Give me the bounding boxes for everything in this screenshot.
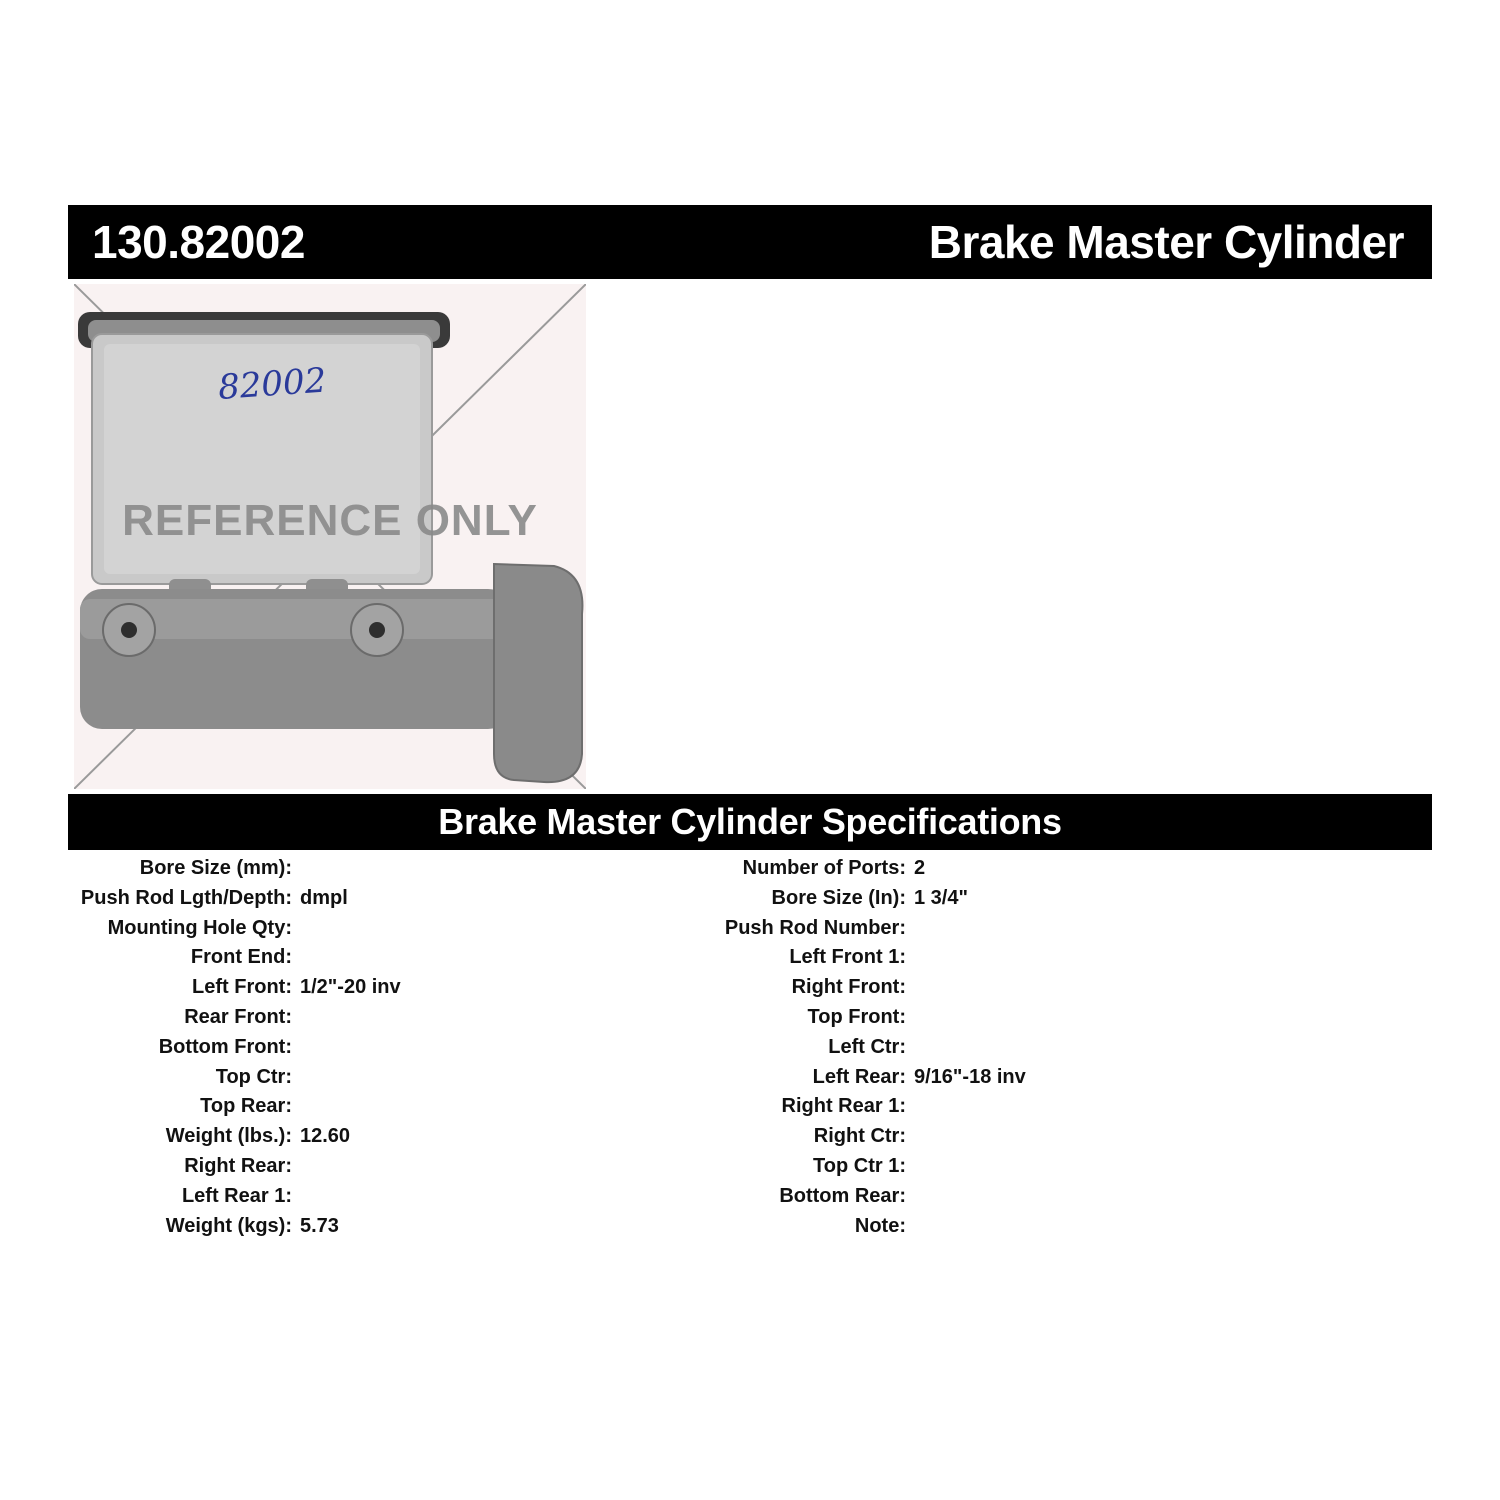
spec-label: Right Rear: bbox=[184, 1155, 292, 1177]
spec-label: Mounting Hole Qty: bbox=[107, 916, 292, 939]
spec-label: Weight (kgs): bbox=[165, 1214, 292, 1237]
spec-label: Weight (lbs.): bbox=[165, 1125, 292, 1148]
spec-label: Bore Size (mm): bbox=[139, 857, 292, 879]
product-photo: 82002 REFERENCE ONLY bbox=[74, 284, 586, 789]
spec-label: Note: bbox=[854, 1214, 906, 1237]
spec-label: Right Rear 1: bbox=[781, 1095, 906, 1118]
title-bar: 130.82002 Brake Master Cylinder bbox=[68, 205, 1432, 279]
spec-label: Left Front 1: bbox=[789, 946, 906, 969]
spec-value: 5.73 bbox=[300, 1214, 339, 1237]
spec-label: Push Rod Number: bbox=[724, 916, 906, 939]
spec-value: 1 3/4" bbox=[914, 886, 968, 909]
part-number: 130.82002 bbox=[92, 216, 305, 268]
product-title: Brake Master Cylinder bbox=[928, 216, 1405, 268]
spec-label: Top Ctr: bbox=[215, 1065, 292, 1088]
spec-label: Left Rear: bbox=[812, 1065, 906, 1088]
spec-label: Front End: bbox=[190, 946, 292, 969]
handwritten-part-mark: 82002 bbox=[217, 361, 328, 408]
spec-label: Top Rear: bbox=[200, 1095, 292, 1118]
spec-label: Bottom Rear: bbox=[779, 1184, 906, 1207]
specifications-title: Brake Master Cylinder Specifications bbox=[438, 801, 1062, 842]
spec-label: Number of Ports: bbox=[742, 857, 906, 879]
reference-only-watermark: REFERENCE ONLY bbox=[122, 496, 538, 545]
spec-label: Left Rear 1: bbox=[181, 1184, 292, 1207]
spec-label: Bore Size (In): bbox=[771, 886, 906, 909]
spec-value: 2 bbox=[914, 857, 926, 879]
spec-label: Left Front: bbox=[192, 976, 292, 999]
spec-value: 9/16"-18 inv bbox=[914, 1065, 1026, 1088]
spec-label: Right Front: bbox=[791, 976, 906, 999]
spec-label: Rear Front: bbox=[184, 1006, 292, 1028]
spec-label: Top Front: bbox=[807, 1006, 906, 1028]
spec-value: 1/2"-20 inv bbox=[300, 976, 401, 999]
spec-label: Right Ctr: bbox=[813, 1125, 906, 1148]
spec-label: Top Ctr 1: bbox=[813, 1155, 906, 1177]
spec-label: Bottom Front: bbox=[158, 1035, 292, 1058]
specifications-header: Brake Master Cylinder Specifications bbox=[68, 794, 1432, 850]
spec-value: dmpl bbox=[300, 886, 348, 909]
spec-label: Left Ctr: bbox=[828, 1035, 906, 1058]
master-cylinder-illustration: 82002 bbox=[74, 284, 586, 789]
spec-value: 12.60 bbox=[300, 1125, 351, 1148]
spec-label: Push Rod Lgth/Depth: bbox=[80, 886, 292, 909]
